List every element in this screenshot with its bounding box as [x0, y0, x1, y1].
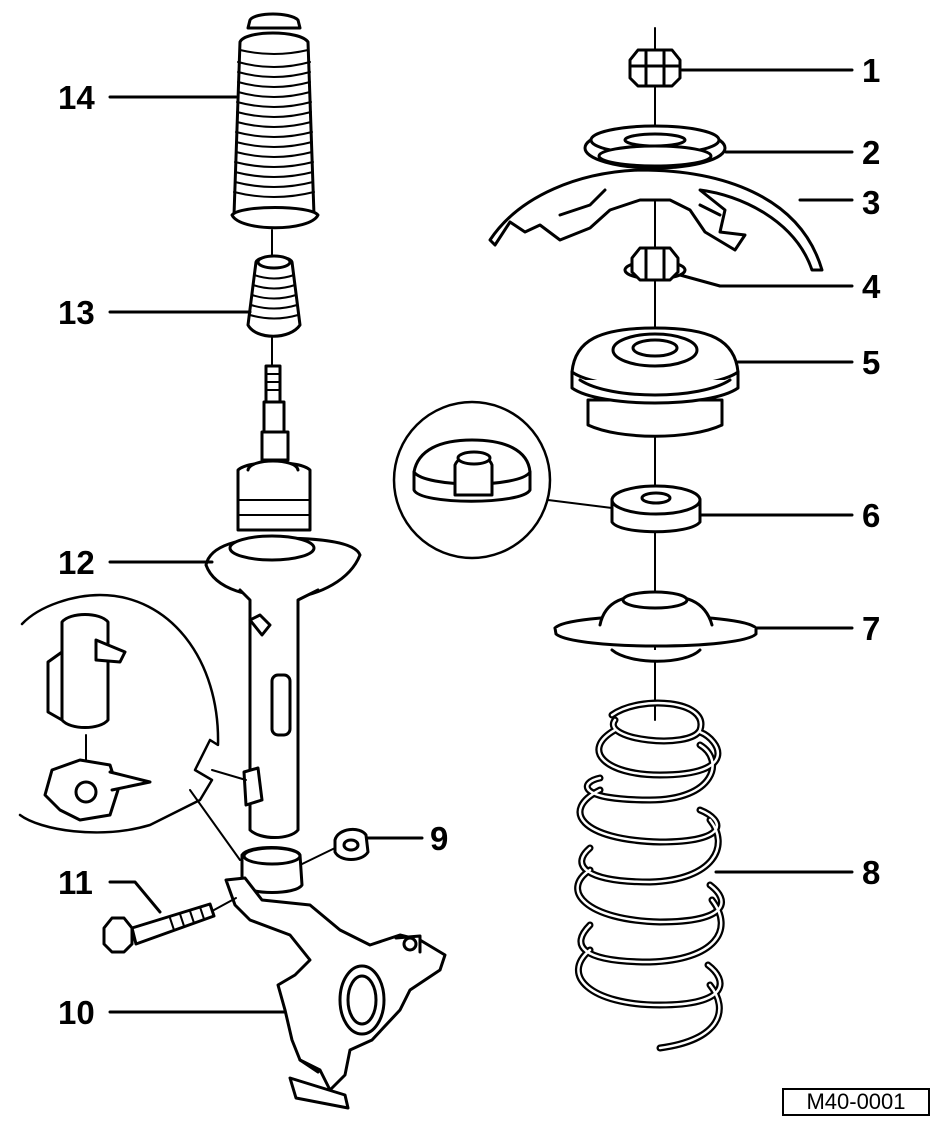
part-11-bolt — [102, 902, 216, 954]
leader-11 — [108, 880, 162, 914]
part-5-strut-mount — [570, 326, 740, 438]
part-6-detail — [412, 438, 532, 503]
part-6-bump-stop — [610, 484, 702, 534]
leader-9b — [299, 847, 336, 866]
part-14-boot-ribs — [233, 49, 315, 198]
part-1-nut — [628, 48, 682, 88]
part-7-spring-seat — [553, 590, 758, 663]
part-8-coil-spring-inner — [576, 701, 723, 1050]
part-10-knuckle — [224, 846, 447, 1110]
callout-13: 13 — [58, 294, 95, 331]
magnifier-12 — [18, 593, 220, 834]
magnifier-6 — [392, 400, 552, 560]
callout-10: 10 — [58, 994, 95, 1031]
callout-3: 3 — [862, 184, 881, 221]
callout-12: 12 — [58, 544, 95, 581]
part-12-strut — [204, 459, 362, 839]
callout-11: 11 — [58, 864, 93, 901]
callout-7: 7 — [862, 610, 881, 647]
part-14-dust-boot — [230, 12, 320, 230]
part-13-ribs — [249, 274, 299, 320]
reference-code: M40-0001 — [782, 1088, 930, 1116]
magnifier-12-link-b — [211, 769, 247, 781]
magnifier-12-link-a — [189, 789, 241, 861]
callout-8: 8 — [862, 854, 881, 891]
callout-14: 14 — [58, 79, 95, 116]
leader-4 — [678, 273, 722, 288]
callout-2: 2 — [862, 134, 881, 171]
part-2-bearing — [583, 124, 727, 170]
part-9-nut — [333, 827, 370, 861]
callout-5: 5 — [862, 344, 881, 381]
callout-1: 1 — [862, 52, 881, 89]
callout-6: 6 — [862, 497, 881, 534]
callout-4: 4 — [862, 268, 881, 305]
magnifier-6-link — [547, 499, 613, 509]
piston-rod — [260, 364, 290, 462]
part-12-bracket-detail — [43, 613, 152, 822]
part-3-shield — [488, 168, 824, 272]
axis-line-bolt — [213, 897, 237, 911]
callout-9: 9 — [430, 820, 449, 857]
part-4-nut — [623, 246, 687, 282]
